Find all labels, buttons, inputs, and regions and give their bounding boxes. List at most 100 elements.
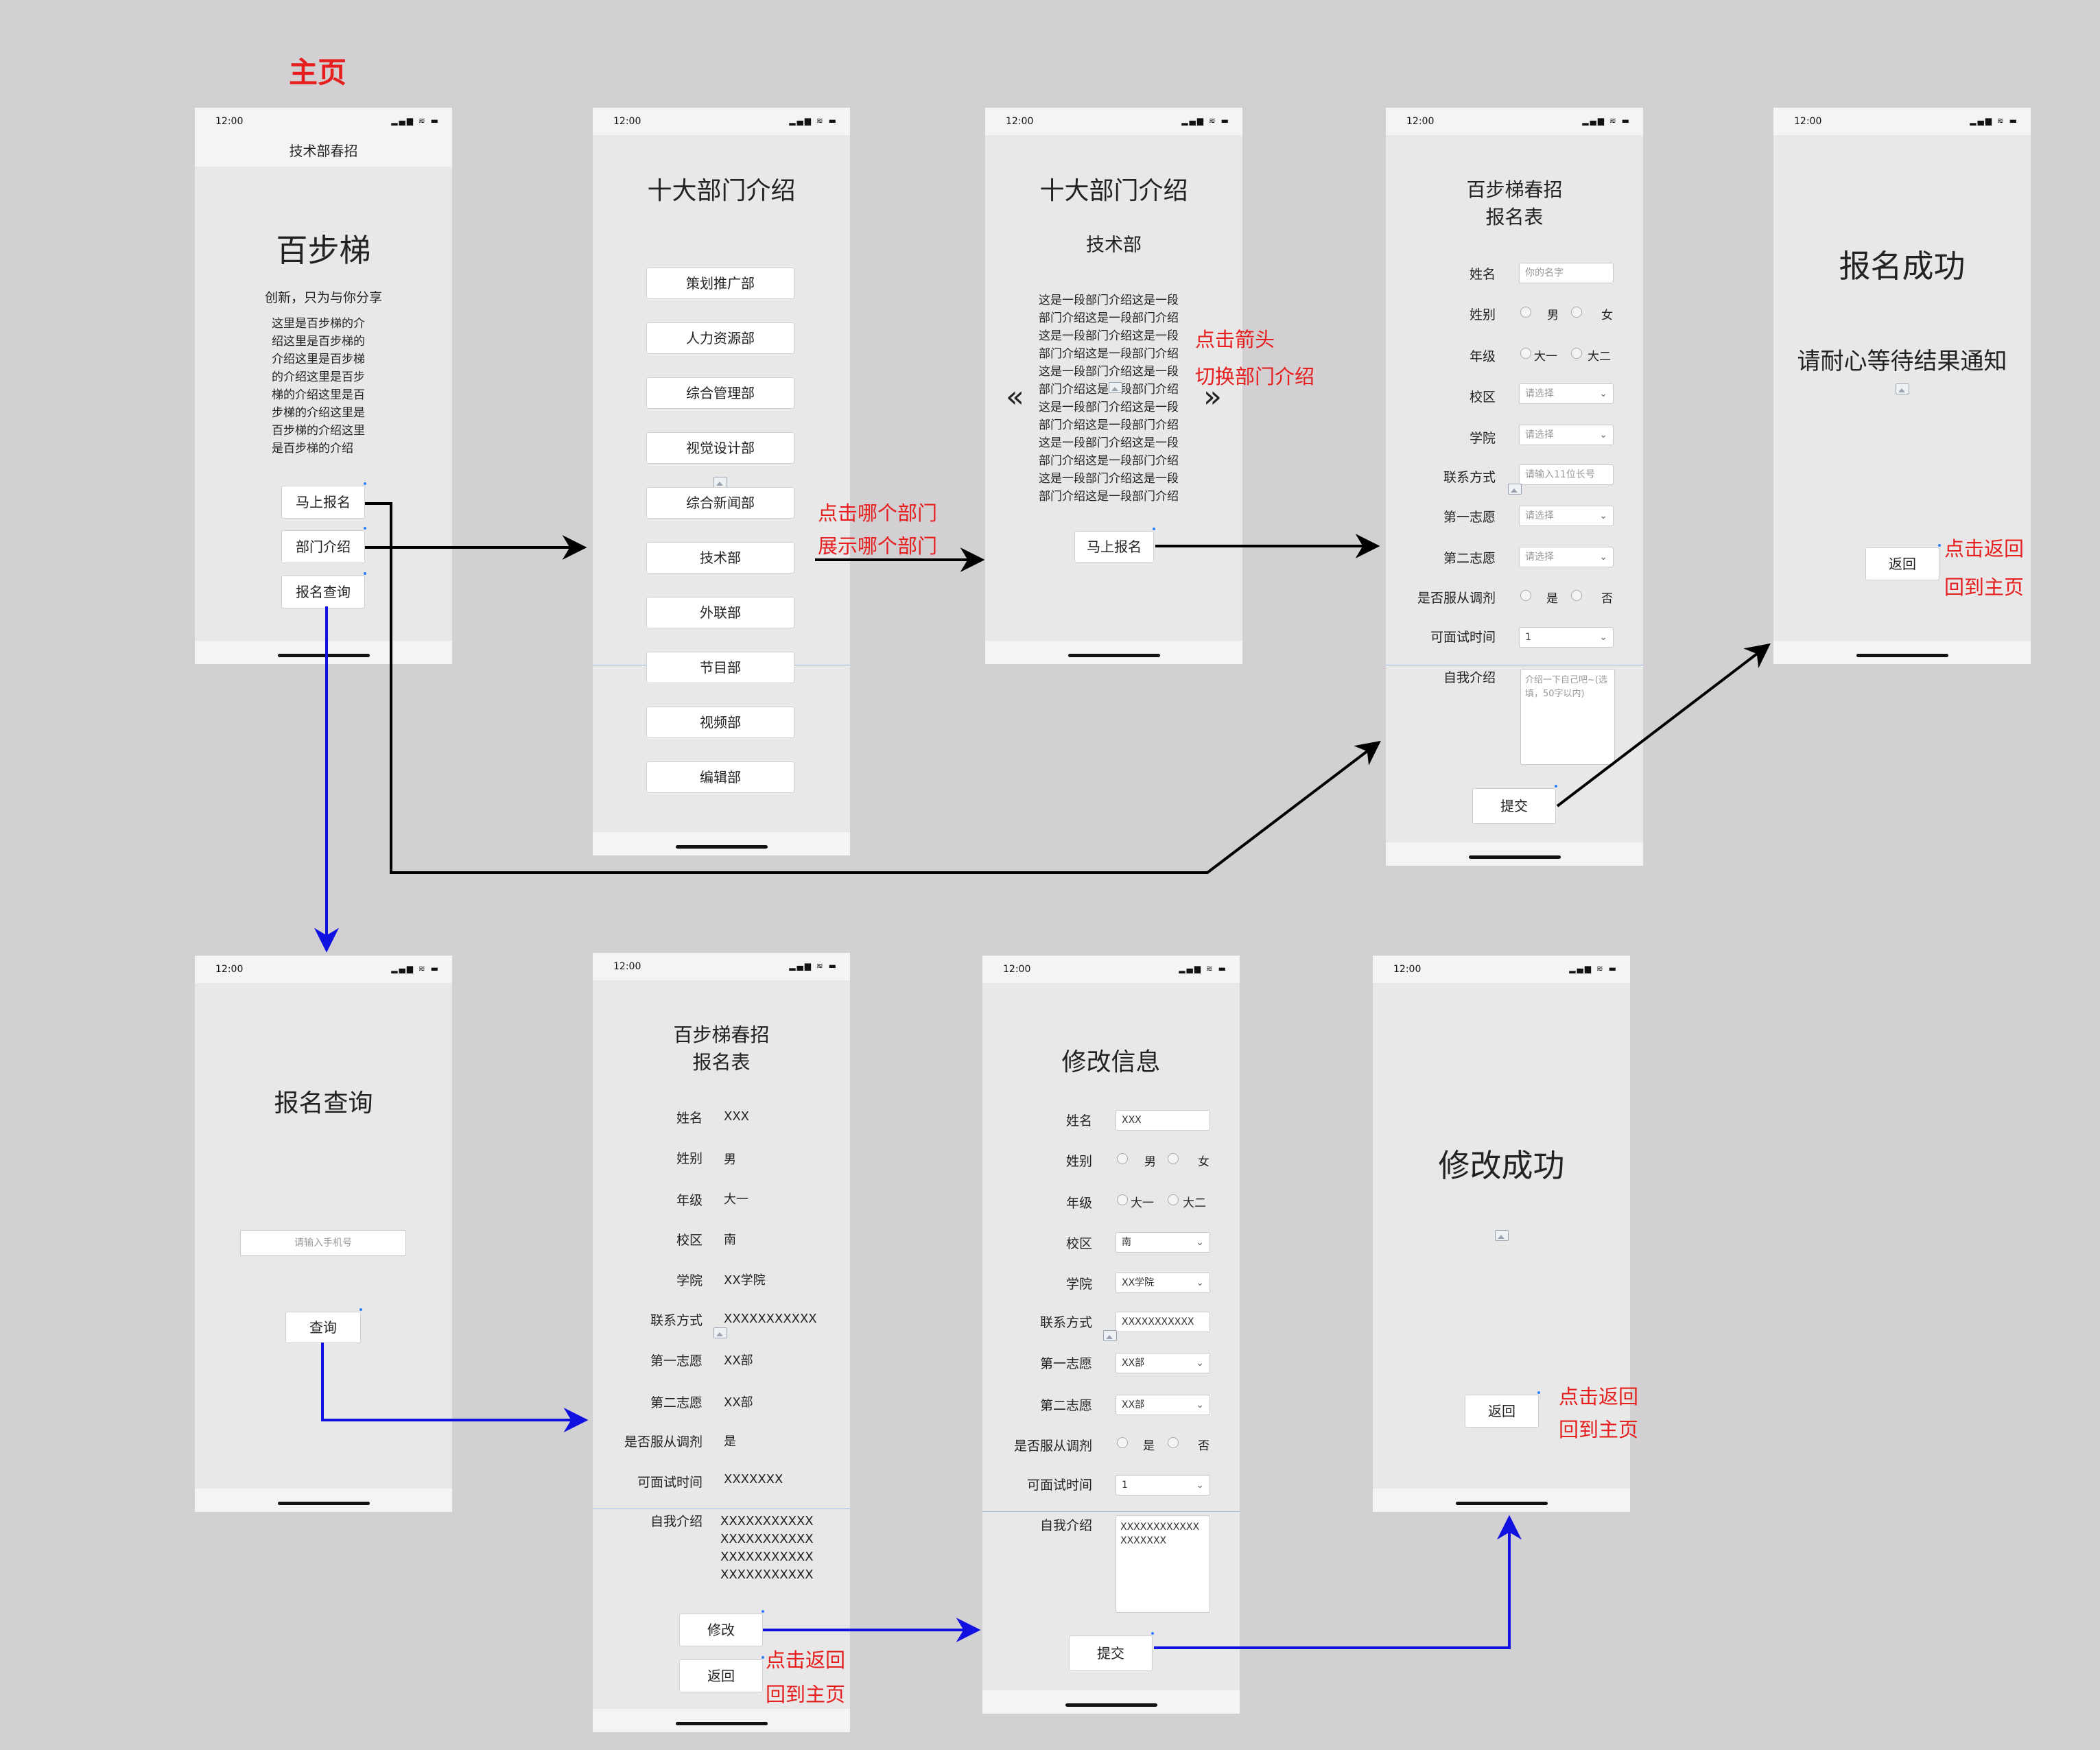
link-dot-icon — [1555, 785, 1557, 788]
dept-button[interactable]: 策划推广部 — [646, 268, 794, 299]
adjust-no-label: 否 — [1601, 592, 1613, 606]
second-choice-select[interactable]: XX部⌄ — [1116, 1395, 1210, 1415]
dept-button[interactable]: 人力资源部 — [646, 322, 794, 354]
name-input[interactable]: XXX — [1116, 1110, 1210, 1131]
name-input[interactable]: 你的名字 — [1519, 263, 1614, 283]
intro-line: 梯的介绍这里是百 — [272, 388, 365, 402]
next-arrow-icon[interactable]: » — [1203, 379, 1222, 414]
back-button[interactable]: 返回 — [1465, 1391, 1540, 1428]
result-title: 百步梯春招 报名表 — [593, 1021, 850, 1076]
value-contact: XXXXXXXXXXX — [724, 1312, 817, 1326]
dept-button[interactable]: 综合管理部 — [646, 377, 794, 409]
female-radio[interactable] — [1571, 307, 1582, 318]
link-dot-icon — [364, 527, 366, 530]
intro-line: 步梯的介绍这里是 — [272, 406, 365, 420]
value-college: XX学院 — [724, 1273, 766, 1288]
dept-button[interactable]: 视频部 — [646, 707, 794, 738]
male-radio[interactable] — [1117, 1153, 1128, 1164]
second-choice-select[interactable]: 请选择⌄ — [1519, 547, 1614, 567]
dept-button[interactable]: 综合新闻部 — [646, 487, 794, 519]
back-button[interactable]: 返回 — [1865, 544, 1941, 580]
label-name: 姓名 — [1065, 1113, 1092, 1128]
query-button[interactable]: 报名查询 — [281, 572, 366, 608]
arrow-home-apply-to-form — [365, 502, 1381, 874]
home-indicator — [1065, 1703, 1157, 1707]
chevron-down-icon: ⌄ — [1599, 510, 1607, 521]
intro-textarea[interactable]: XXXXXXXXXXXX XXXXXXX — [1116, 1515, 1210, 1613]
label-name: 姓名 — [676, 1111, 703, 1126]
link-dot-icon — [1537, 1391, 1540, 1394]
label-contact: 联系方式 — [1443, 470, 1496, 485]
form-title-line2: 报名表 — [1485, 206, 1544, 228]
dept-button[interactable]: 技术部 — [646, 542, 794, 574]
label-contact: 联系方式 — [650, 1313, 703, 1328]
grade2-radio[interactable] — [1571, 348, 1582, 359]
annotation-arrow-1: 点击箭头 — [1195, 328, 1275, 351]
detail-line: 部门介绍这是一段部门介绍 — [1039, 454, 1179, 468]
dept-detail-subtitle: 技术部 — [1086, 235, 1142, 256]
bottom-bar — [1373, 1489, 1630, 1512]
grade2-label: 大二 — [1588, 350, 1611, 364]
contact-input[interactable]: XXXXXXXXXXX — [1116, 1312, 1210, 1332]
back-label: 返回 — [1488, 1403, 1515, 1419]
college-select-value: XX学院 — [1122, 1277, 1155, 1288]
detail-line: 部门介绍这是一段部门介绍 — [1039, 490, 1179, 504]
prev-arrow-icon[interactable]: « — [1006, 379, 1024, 414]
status-time: 12:00 — [215, 116, 244, 127]
campus-select[interactable]: 南⌄ — [1116, 1232, 1210, 1253]
dept-button[interactable]: 视觉设计部 — [646, 432, 794, 464]
intro-textarea[interactable]: 介绍一下自己吧~(选填，50字以内) — [1520, 669, 1615, 765]
intro-line: 绍这里是百步梯的 — [272, 335, 365, 348]
dept-button[interactable]: 外联部 — [646, 597, 794, 628]
arrow-form-to-success — [1556, 643, 1771, 807]
link-dot-icon — [359, 1308, 362, 1311]
adjust-yes-label: 是 — [1143, 1439, 1155, 1453]
female-radio[interactable] — [1168, 1153, 1179, 1164]
annotation-back-2: 回到主页 — [1944, 576, 2025, 599]
dept-intro-button[interactable]: 部门介绍 — [281, 527, 366, 563]
edit-button[interactable]: 修改 — [679, 1610, 764, 1646]
form-title: 百步梯春招 报名表 — [1386, 176, 1643, 231]
apply-now-button[interactable]: 马上报名 — [281, 482, 366, 519]
dept-detail-screen: 12:00 ▂▄▆ ≋ ▬ 十大部门介绍 技术部 这是一段部门介绍这是一段 部门… — [985, 108, 1242, 664]
adjust-no-radio[interactable] — [1168, 1437, 1179, 1448]
label-grade: 年级 — [676, 1193, 703, 1208]
label-name: 姓名 — [1469, 267, 1496, 282]
time-select[interactable]: 1⌄ — [1519, 627, 1614, 648]
phone-input[interactable]: 请输入手机号 — [240, 1230, 406, 1256]
grade1-radio[interactable] — [1117, 1194, 1128, 1205]
college-select[interactable]: XX学院⌄ — [1116, 1273, 1210, 1293]
chevron-down-icon: ⌄ — [1196, 1480, 1204, 1491]
label-time: 可面试时间 — [1430, 630, 1496, 645]
grade1-radio[interactable] — [1520, 348, 1531, 359]
chevron-down-icon: ⌄ — [1599, 632, 1607, 643]
intro-value-line: XXXXXXXXXXX — [720, 1550, 814, 1564]
campus-select[interactable]: 请选择⌄ — [1519, 383, 1614, 404]
label-grade: 年级 — [1469, 349, 1496, 364]
contact-input[interactable]: 请输入11位长号 — [1519, 464, 1614, 485]
signal-wifi-battery-icon: ▂▄▆ ≋ ▬ — [789, 961, 838, 971]
chevron-down-icon: ⌄ — [1599, 429, 1607, 440]
query-submit-label: 查询 — [309, 1319, 337, 1336]
submit-button[interactable]: 提交 — [1069, 1632, 1154, 1671]
first-choice-select[interactable]: 请选择⌄ — [1519, 506, 1614, 526]
apply-now-button[interactable]: 马上报名 — [1074, 528, 1155, 563]
second-choice-value: 请选择 — [1525, 552, 1554, 563]
male-radio[interactable] — [1520, 307, 1531, 318]
submit-button[interactable]: 提交 — [1472, 785, 1557, 824]
grade2-radio[interactable] — [1168, 1194, 1179, 1205]
adjust-no-radio[interactable] — [1571, 590, 1582, 601]
dept-button[interactable]: 编辑部 — [646, 761, 794, 793]
adjust-yes-radio[interactable] — [1520, 590, 1531, 601]
back-button[interactable]: 返回 — [679, 1656, 764, 1692]
adjust-yes-radio[interactable] — [1117, 1437, 1128, 1448]
dept-button[interactable]: 节目部 — [646, 652, 794, 683]
value-grade: 大一 — [724, 1192, 748, 1207]
label-gender: 姓别 — [1469, 307, 1496, 322]
time-select[interactable]: 1⌄ — [1116, 1475, 1210, 1495]
annotation-dept-click-2: 展示哪个部门 — [818, 534, 938, 558]
first-choice-select[interactable]: XX部⌄ — [1116, 1353, 1210, 1373]
label-adjust: 是否服从调剂 — [1417, 591, 1496, 606]
college-select[interactable]: 请选择⌄ — [1519, 425, 1614, 445]
grade1-label: 大一 — [1534, 350, 1557, 364]
